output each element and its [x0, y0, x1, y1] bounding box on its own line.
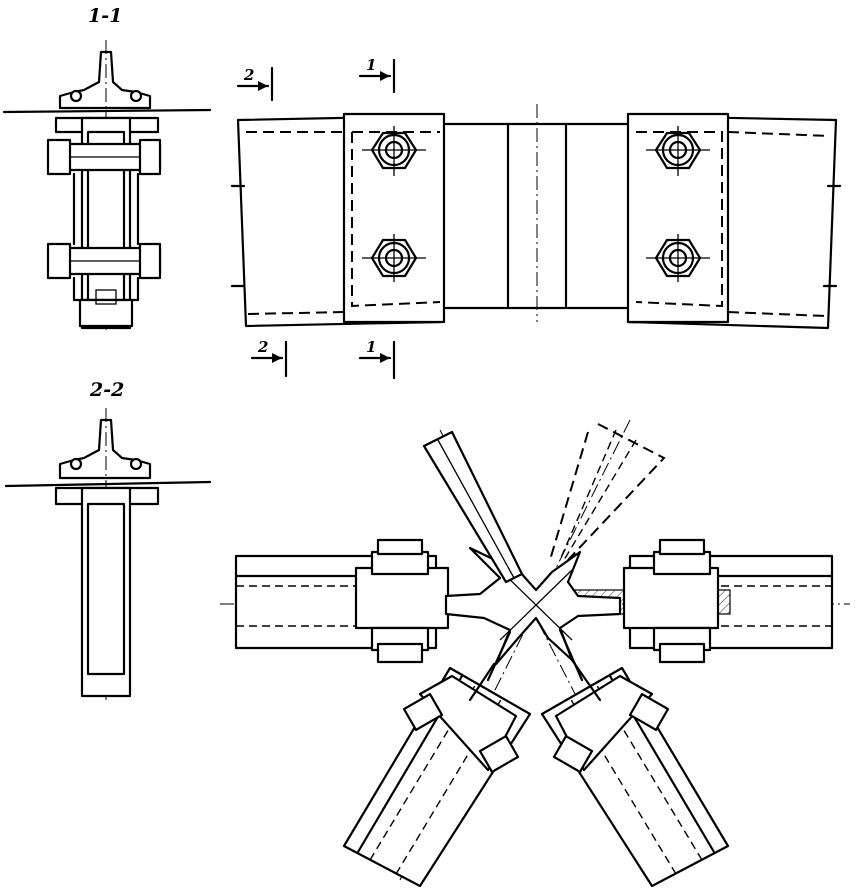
bolt-nut-3	[646, 126, 710, 176]
section-2-2-title: 2-2	[89, 379, 124, 401]
bolt-nut-2	[362, 234, 426, 282]
section-1-1-view: 1-1	[2, 5, 212, 330]
bolt-nut-4	[646, 234, 710, 282]
section-mark-2-top: 2	[236, 66, 274, 102]
lower-right-member	[540, 666, 730, 888]
lower-left-member	[342, 666, 532, 888]
section-mark-1-top: 1	[358, 56, 396, 94]
section-mark-1-bottom: 1	[358, 338, 396, 380]
bolt-nut-1	[362, 126, 426, 176]
section-mark-2-bottom: 2	[250, 338, 288, 378]
section-2-2-view: 2-2	[4, 379, 212, 700]
svg-text:1: 1	[366, 56, 376, 74]
section-1-1-title: 1-1	[88, 5, 122, 27]
plan-view-top: 2 1 2 1	[230, 56, 842, 380]
node-joint-view	[220, 419, 850, 888]
svg-text:1: 1	[366, 338, 376, 356]
svg-text:2: 2	[257, 338, 268, 356]
svg-text:2: 2	[243, 66, 254, 84]
